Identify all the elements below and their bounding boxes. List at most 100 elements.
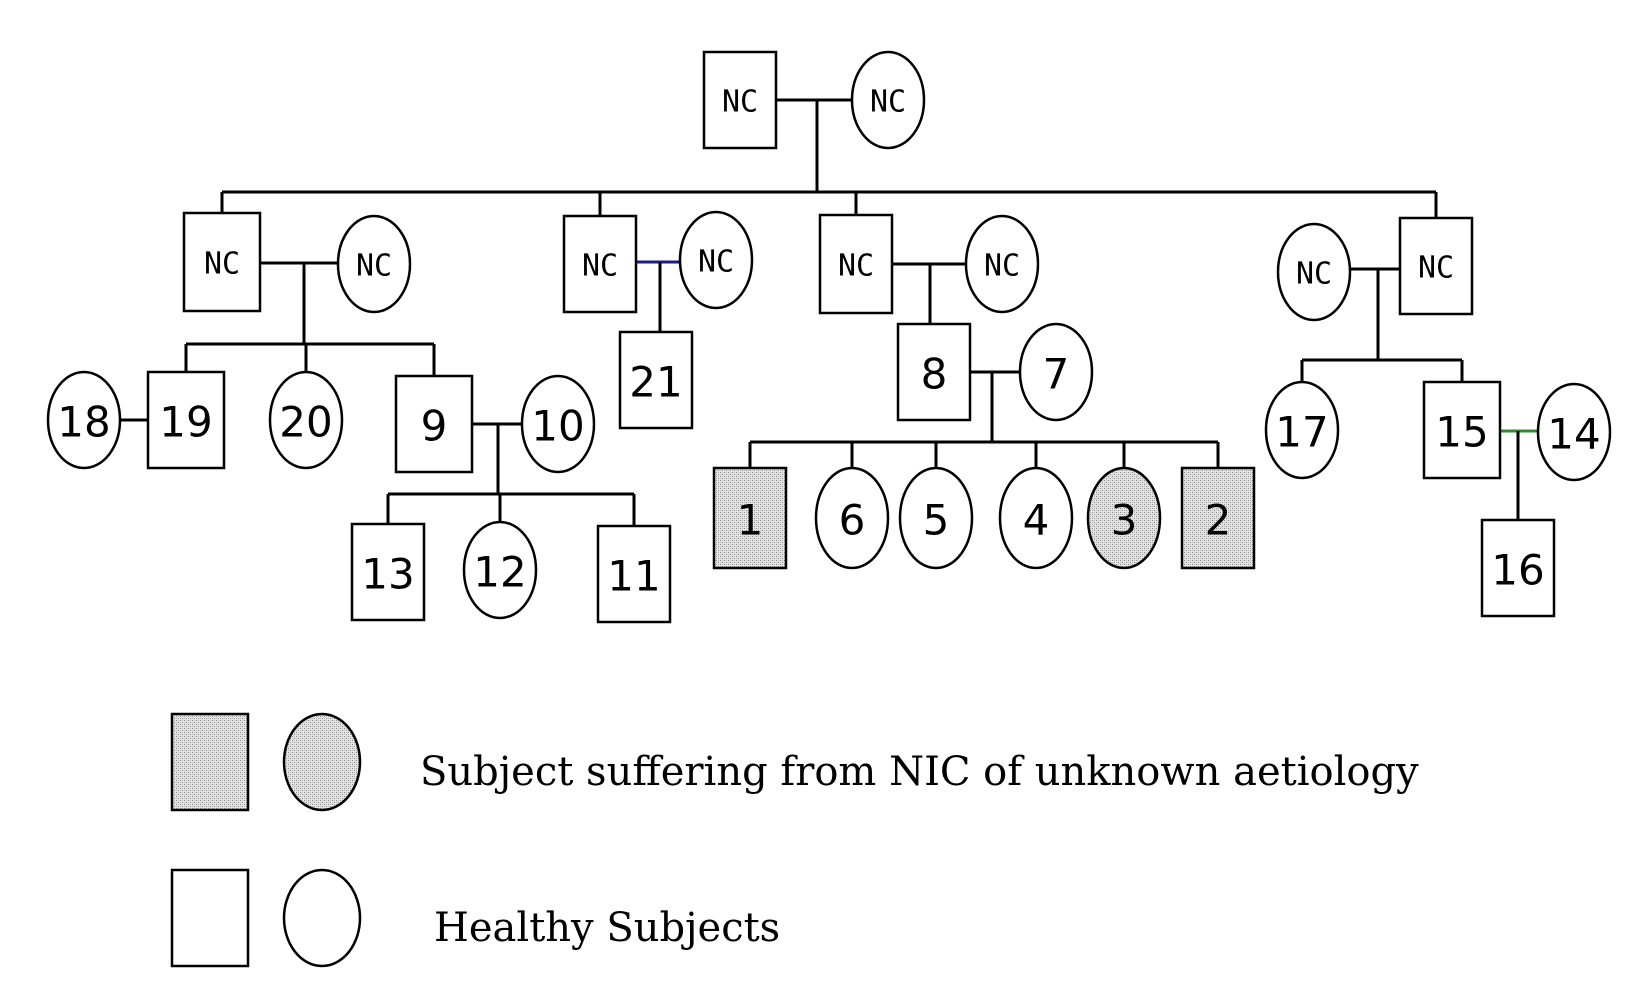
legend: Subject suffering from NIC of unknown ae… bbox=[170, 712, 1419, 968]
male-square bbox=[618, 330, 694, 430]
female-individual-p12: 12 bbox=[462, 520, 538, 620]
male-square bbox=[818, 213, 894, 315]
female-individual-d1: NC bbox=[1276, 222, 1352, 322]
legend-male-square bbox=[170, 712, 250, 812]
female-circle bbox=[268, 370, 344, 470]
legend-female-circle bbox=[282, 712, 362, 812]
female-circle bbox=[964, 214, 1040, 314]
male-square bbox=[146, 370, 226, 470]
legend-item: Healthy Subjects bbox=[170, 868, 780, 968]
male-individual-p11: 11 bbox=[596, 524, 672, 624]
individual-label: NC bbox=[1418, 251, 1454, 286]
individual-label: 19 bbox=[159, 398, 212, 447]
female-circle bbox=[1276, 222, 1352, 322]
male-square bbox=[702, 50, 778, 150]
individual-label: 21 bbox=[629, 358, 682, 407]
individual-label: 5 bbox=[923, 496, 950, 545]
female-individual-p20: 20 bbox=[268, 370, 344, 470]
female-circle bbox=[850, 50, 926, 150]
individual-label: 8 bbox=[921, 350, 948, 399]
individual-label: NC bbox=[722, 85, 758, 120]
male-individual-p16: 16 bbox=[1480, 518, 1556, 618]
male-individual-a1: NC bbox=[182, 211, 262, 313]
individual-label: 9 bbox=[421, 402, 448, 451]
male-square bbox=[394, 374, 474, 474]
female-circle bbox=[336, 214, 412, 314]
legend-item: Subject suffering from NIC of unknown ae… bbox=[170, 712, 1419, 812]
female-individual-p7: 7 bbox=[1018, 322, 1094, 422]
individual-label: 7 bbox=[1043, 350, 1070, 399]
male-individual-p15: 15 bbox=[1422, 380, 1502, 480]
female-individual-p14: 14 bbox=[1536, 382, 1612, 482]
male-square bbox=[1180, 466, 1256, 570]
individual-label: NC bbox=[356, 249, 392, 284]
individual-label: 17 bbox=[1275, 408, 1328, 457]
male-individual-p21: 21 bbox=[618, 330, 694, 430]
female-circle bbox=[1536, 382, 1612, 482]
individual-label: NC bbox=[582, 249, 618, 284]
female-individual-a2: NC bbox=[336, 214, 412, 314]
individual-label: 13 bbox=[361, 550, 414, 599]
individual-label: 3 bbox=[1111, 496, 1138, 545]
male-individual-b1: NC bbox=[562, 214, 638, 314]
individual-label: 6 bbox=[839, 496, 866, 545]
individual-label: NC bbox=[870, 85, 906, 120]
female-circle bbox=[898, 466, 974, 570]
female-circle bbox=[1264, 380, 1340, 480]
female-circle bbox=[998, 466, 1074, 570]
male-square bbox=[182, 211, 262, 313]
male-square bbox=[1398, 216, 1474, 316]
female-circle bbox=[520, 374, 596, 474]
male-individual-c1: NC bbox=[818, 213, 894, 315]
male-square bbox=[1422, 380, 1502, 480]
male-square bbox=[896, 322, 972, 422]
legend-text: Healthy Subjects bbox=[434, 905, 780, 951]
female-circle bbox=[462, 520, 538, 620]
female-circle bbox=[814, 466, 890, 570]
male-individual-p8: 8 bbox=[896, 322, 972, 422]
female-individual-g1f: NC bbox=[850, 50, 926, 150]
individual-label: NC bbox=[698, 245, 734, 280]
individual-label: 16 bbox=[1491, 546, 1544, 595]
individual-label: 2 bbox=[1205, 496, 1232, 545]
female-individual-p3: 3 bbox=[1086, 466, 1162, 570]
female-individual-p10: 10 bbox=[520, 374, 596, 474]
male-square bbox=[562, 214, 638, 314]
male-individual-p19: 19 bbox=[146, 370, 226, 470]
female-circle bbox=[678, 210, 754, 310]
female-individual-c2: NC bbox=[964, 214, 1040, 314]
legend-male-square bbox=[170, 868, 250, 968]
individual-label: NC bbox=[204, 247, 240, 282]
male-individual-p13: 13 bbox=[350, 522, 426, 622]
female-circle bbox=[1086, 466, 1162, 570]
legend-female-circle bbox=[282, 868, 362, 968]
female-individual-b2: NC bbox=[678, 210, 754, 310]
male-individual-g1m: NC bbox=[702, 50, 778, 150]
individual-label: NC bbox=[838, 249, 874, 284]
female-circle bbox=[1018, 322, 1094, 422]
male-individual-p9: 9 bbox=[394, 374, 474, 474]
individual-label: 4 bbox=[1023, 496, 1050, 545]
female-individual-p5: 5 bbox=[898, 466, 974, 570]
individual-label: 12 bbox=[473, 548, 526, 597]
male-square bbox=[350, 522, 426, 622]
female-individual-p18: 18 bbox=[46, 370, 122, 470]
connector-lines bbox=[120, 98, 1538, 526]
male-individual-p2: 2 bbox=[1180, 466, 1256, 570]
individual-label: 15 bbox=[1435, 408, 1488, 457]
individual-label: 10 bbox=[531, 402, 584, 451]
female-circle bbox=[46, 370, 122, 470]
individual-label: 14 bbox=[1547, 410, 1600, 459]
male-individual-p1: 1 bbox=[712, 466, 788, 570]
male-individual-d2: NC bbox=[1398, 216, 1474, 316]
individual-label: 18 bbox=[57, 398, 110, 447]
individual-label: NC bbox=[1296, 257, 1332, 292]
female-individual-p17: 17 bbox=[1264, 380, 1340, 480]
male-square bbox=[712, 466, 788, 570]
individual-label: 20 bbox=[279, 398, 332, 447]
legend-text: Subject suffering from NIC of unknown ae… bbox=[420, 749, 1419, 795]
individual-label: 11 bbox=[607, 552, 660, 601]
male-square bbox=[1480, 518, 1556, 618]
